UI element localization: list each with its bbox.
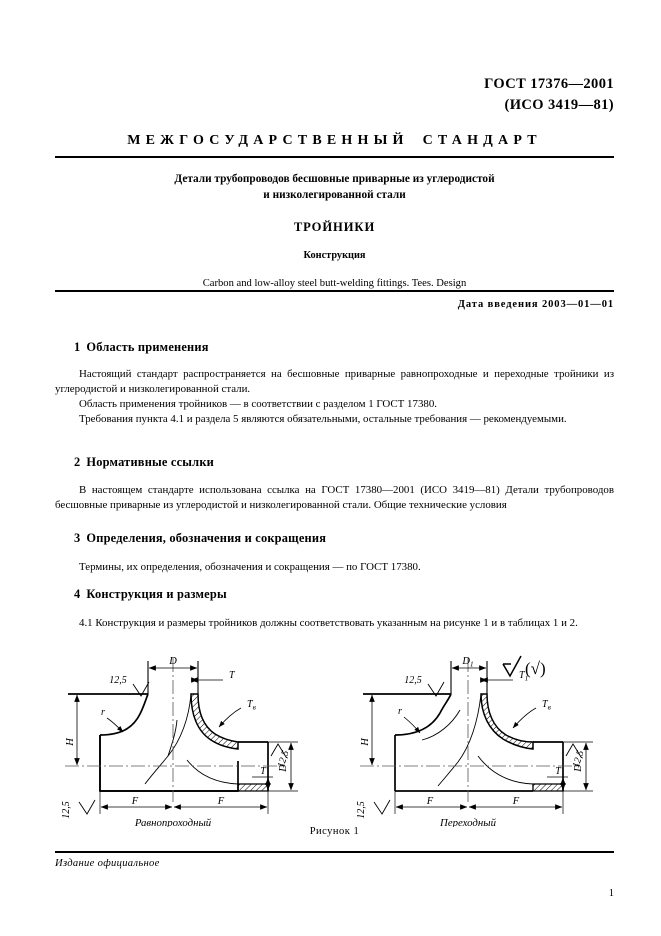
section-1-paragraph-2: Область применения тройников — в соответ…: [79, 398, 437, 410]
right-label-Tv: Tв: [542, 699, 552, 712]
right-bore-inner-arc: [421, 709, 461, 741]
title-english: Carbon and low-alloy steel butt-welding …: [202, 278, 467, 290]
right-label-finish-top: 12,5: [404, 675, 422, 686]
figure-1-tee-drawings: D T H F F: [55, 652, 614, 827]
section-heading-2: 2 Нормативные ссылки: [74, 455, 214, 470]
right-drawing-name: Переходный: [439, 817, 497, 827]
gost-number: ГОСТ 17376—2001: [484, 76, 614, 92]
right-finish-top-tick: [427, 681, 445, 697]
roughness-paren-label: (√): [525, 659, 546, 678]
title-block: Детали трубопроводов бесшовные приварные…: [55, 172, 614, 289]
left-label-T-top: T: [229, 670, 236, 681]
right-label-H: H: [360, 737, 371, 747]
left-label-finish-right: 12,5: [276, 749, 292, 769]
right-label-finish-bottom: 12,5: [356, 801, 367, 819]
right-label-T-side: T: [555, 766, 562, 777]
left-fillet-radius: [99, 693, 149, 736]
left-Tv-leader: [218, 707, 242, 728]
right-r-leader: [403, 716, 421, 734]
section-title-4: Конструкция и размеры: [86, 587, 227, 601]
right-label-F-left: F: [426, 796, 434, 807]
drawing-reducing-tee: D1 T1 H F F: [356, 656, 593, 827]
roughness-check-icon: [502, 655, 522, 678]
left-label-F-right: F: [217, 796, 225, 807]
right-finish-right-tick: [565, 743, 582, 758]
right-finish-bottom-tick: [373, 799, 391, 815]
left-label-F-left: F: [131, 796, 139, 807]
section-number-3: 3: [74, 531, 81, 545]
title-line-2: и низколегированной стали: [263, 188, 406, 201]
title-subtitle: Конструкция: [303, 250, 366, 262]
figure-caption: Рисунок 1: [309, 826, 360, 837]
left-weld-wall-hatch: [190, 693, 239, 750]
section-3-paragraph-1: Термины, их определения, обозначения и с…: [79, 561, 421, 573]
left-bore-curve-right: [144, 693, 192, 785]
right-Tv-leader: [512, 707, 537, 729]
section-number-1: 1: [74, 340, 81, 354]
right-label-D-side: D: [573, 764, 584, 773]
header-divider: [55, 156, 614, 158]
title-line-1: Детали трубопроводов бесшовные приварные…: [174, 173, 495, 185]
left-bore-curve-bottom: [186, 759, 239, 785]
right-bore-curve-bottom: [477, 755, 534, 785]
section-1-paragraph-1: Настоящий стандарт распространяется на б…: [55, 368, 614, 395]
section-4-paragraph-1: 4.1 Конструкция и размеры тройников долж…: [79, 617, 578, 629]
left-label-Tv: Tв: [247, 699, 257, 712]
left-label-finish-bottom: 12,5: [61, 801, 72, 819]
right-label-r: r: [398, 706, 402, 717]
right-label-finish-right: 12,5: [571, 749, 587, 769]
left-label-finish-top: 12,5: [109, 675, 127, 686]
section-heading-3: 3 Определения, обозначения и сокращения: [74, 531, 326, 546]
left-bottom-weld-hatch: [237, 783, 269, 792]
introduction-date: Дата введения 2003—01—01: [457, 299, 614, 310]
right-label-F-right: F: [512, 796, 520, 807]
iso-number: (ИСО 3419—81): [504, 96, 614, 113]
section-number-4: 4: [74, 587, 81, 601]
section-heading-1: 1 Область применения: [74, 340, 209, 355]
page-content-area: ГОСТ 17376—2001 (ИСО 3419—81) МЕЖГОСУДАР…: [55, 0, 614, 936]
section-1-paragraph-3: Требования пункта 4.1 и раздела 5 являют…: [79, 413, 567, 425]
left-r-leader: [106, 717, 124, 733]
right-label-D1: D1: [461, 656, 473, 669]
left-label-r: r: [101, 707, 105, 718]
document-code: ГОСТ 17376—2001 (ИСО 3419—81): [484, 74, 614, 115]
right-bore-curve-right: [437, 693, 482, 787]
left-finish-right-tick: [270, 743, 287, 758]
section-title-1: Область применения: [86, 340, 209, 354]
left-bore-inner-arc: [167, 719, 178, 757]
banner-word-interstate: МЕЖГОСУДАРСТВЕННЫЙ: [127, 133, 409, 148]
section-2-paragraph-1: В настоящем стандарте использована ссылк…: [55, 484, 614, 511]
drawing-equal-bore-tee: D T H F F: [61, 656, 298, 827]
left-drawing-name: Равнопроходный: [134, 817, 212, 827]
right-label-T1: T1: [519, 670, 528, 683]
right-weld-wall-hatch: [480, 693, 534, 750]
page-number: 1: [608, 888, 614, 899]
right-fillet-radius: [394, 693, 452, 736]
left-label-D-side: D: [278, 764, 289, 773]
footer-divider: [55, 851, 614, 853]
right-bottom-weld-hatch: [532, 783, 564, 792]
left-label-D-top: D: [168, 656, 177, 667]
left-label-T-side: T: [260, 766, 267, 777]
section-number-2: 2: [74, 455, 81, 469]
object-name: ТРОЙНИКИ: [293, 220, 376, 235]
left-label-H: H: [65, 737, 76, 747]
title-divider: [55, 290, 614, 292]
official-edition-note: Издание официальное: [55, 858, 160, 869]
left-finish-top-tick: [132, 681, 150, 697]
banner-word-standard: СТАНДАРТ: [422, 133, 542, 148]
standard-banner: МЕЖГОСУДАРСТВЕННЫЙ СТАНДАРТ: [55, 133, 614, 149]
section-title-3: Определения, обозначения и сокращения: [86, 531, 327, 545]
left-finish-bottom-tick: [78, 799, 96, 815]
surface-roughness-symbol: (√): [502, 655, 546, 678]
section-title-2: Нормативные ссылки: [86, 455, 215, 469]
section-heading-4: 4 Конструкция и размеры: [74, 587, 227, 602]
figure-svg: D T H F F: [61, 655, 593, 827]
